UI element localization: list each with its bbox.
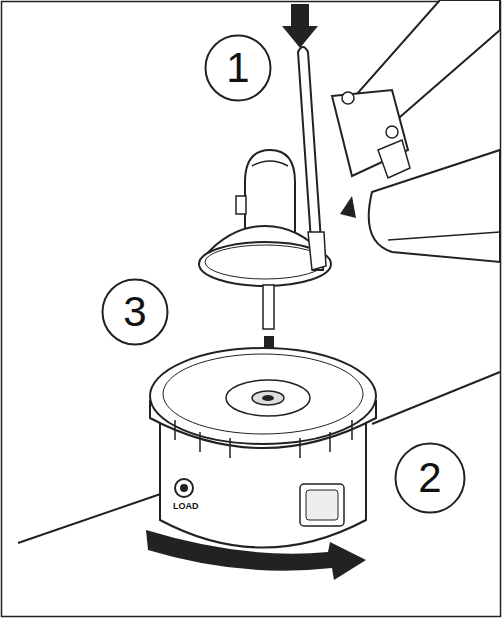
callout-circle: 2 bbox=[394, 442, 466, 514]
callout-number: 3 bbox=[123, 291, 146, 333]
callout-circle: 1 bbox=[204, 34, 272, 102]
callout-number: 1 bbox=[226, 47, 249, 89]
callout-number: 2 bbox=[418, 457, 441, 499]
callout-circle: 3 bbox=[101, 278, 169, 346]
part-label: LOAD bbox=[172, 502, 200, 512]
